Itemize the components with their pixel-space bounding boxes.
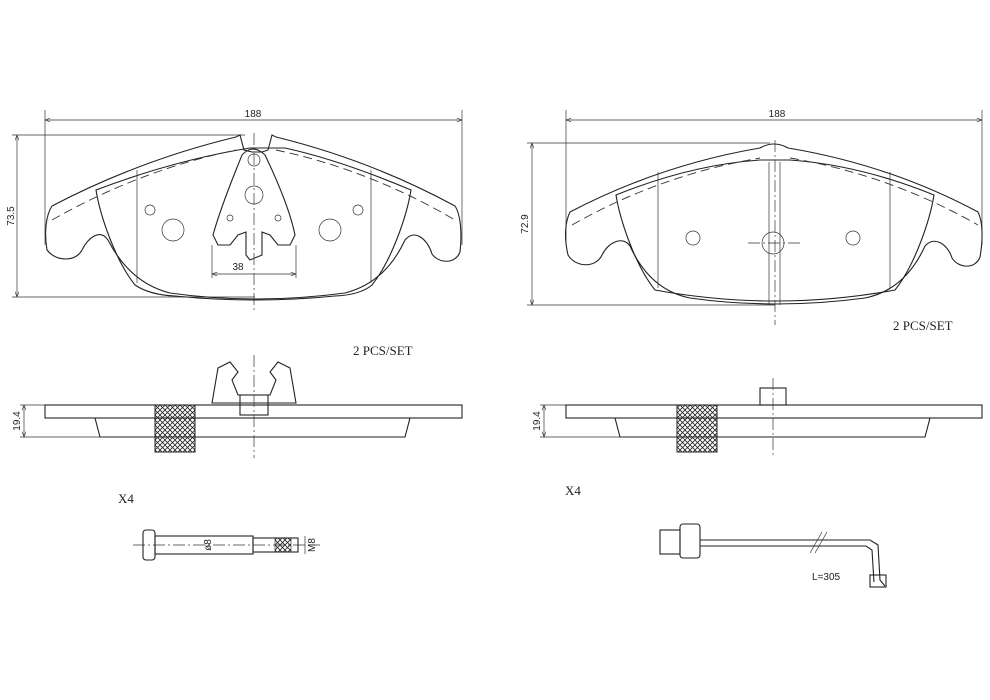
right-height-dim: 72.9 <box>520 214 531 234</box>
left-pad-side-view: 19.4 <box>12 355 463 458</box>
left-qty-label: 2 PCS/SET <box>353 343 413 358</box>
bolt-thread-dim: M8 <box>307 538 318 552</box>
wear-sensor: L=305 <box>659 523 887 588</box>
right-pad-side-view: 19.4 <box>532 378 983 458</box>
right-qty-label: 2 PCS/SET <box>893 318 953 333</box>
right-pad-front-view: 188 72.9 <box>520 109 983 325</box>
right-thickness-dim: 19.4 <box>532 411 543 431</box>
bolt-qty-label: X4 <box>118 491 134 506</box>
left-width-dim: 188 <box>245 109 262 120</box>
guide-bolt: ø8 M8 <box>133 529 320 561</box>
sensor-qty-label: X4 <box>565 483 581 498</box>
left-height-dim: 73.5 <box>6 206 17 226</box>
left-pad-front-view: 188 73.5 38 <box>6 109 463 310</box>
right-width-dim: 188 <box>769 109 786 120</box>
sensor-length-dim: L=305 <box>812 572 841 583</box>
bolt-diameter-dim: ø8 <box>203 539 214 551</box>
left-thickness-dim: 19.4 <box>12 411 23 431</box>
sensor-spacing-dim: 38 <box>232 262 244 273</box>
